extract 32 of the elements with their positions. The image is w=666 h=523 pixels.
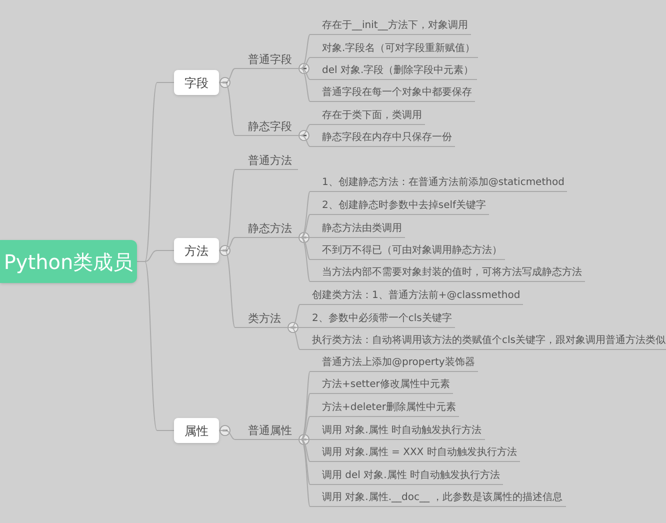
leaf-topic: 存在于__init__方法下，对象调用: [310, 19, 471, 35]
leaf-topic: 不到万不得已（可由对象调用静态方法）: [310, 244, 505, 260]
subtopic: 静态字段: [235, 120, 298, 136]
leaf-topic: 创建类方法：1、普通方法前+@classmethod: [300, 289, 524, 305]
connector-line: [218, 430, 236, 440]
leaf-topic: 调用 对象.属性 时自动触发执行方法: [310, 424, 485, 440]
topic-box: 字段: [174, 70, 219, 95]
leaf-topic: 调用 对象.属性 = XXX 时自动触发执行方法: [310, 446, 520, 462]
leaf-topic: del 对象.字段（删除字段中元素）: [310, 64, 477, 80]
leaf-topic: 调用 del 对象.属性 时自动触发执行方法: [310, 469, 503, 485]
leaf-topic: 对象.字段名（可对字段重新赋值）: [310, 42, 478, 58]
topic-box: 属性: [174, 418, 219, 443]
topic-box: 方法: [174, 238, 219, 263]
leaf-topic: 存在于类下面，类调用: [310, 109, 425, 125]
leaf-topic: 静态方法由类调用: [310, 222, 405, 238]
subtopic: 类方法: [235, 312, 287, 328]
leaf-topic: 调用 对象.属性.__doc__ ，此参数是该属性的描述信息: [310, 491, 566, 507]
leaf-topic: 方法+deleter删除属性中元素: [310, 401, 459, 417]
leaf-topic: 普通字段在每一个对象中都要保存: [310, 86, 475, 102]
root-topic: Python类成员: [0, 240, 137, 283]
subtopic: 普通方法: [235, 154, 298, 170]
leaf-topic: 执行类方法：自动将调用该方法的类赋值个cls关键字，跟对象调用普通方法类似: [300, 334, 666, 350]
leaf-topic: 2、创建静态时参数中去掉self关键字: [310, 199, 490, 215]
leaf-topic: 当方法内部不需要对象封装的值时，可将方法写成静态方法: [310, 266, 585, 282]
leaf-topic: 普通方法上添加@property装饰器: [310, 356, 478, 372]
subtopic: 普通属性: [235, 424, 298, 440]
leaf-topic: 1、创建静态方法：在普通方法前添加@staticmethod: [310, 176, 568, 192]
leaf-topic: 2、参数中必须带一个cls关键字: [300, 312, 455, 328]
subtopic: 普通字段: [235, 53, 298, 69]
leaf-topic: 静态字段在内存中只保存一份: [310, 131, 455, 147]
subtopic: 静态方法: [235, 222, 298, 238]
leaf-topic: 方法+setter修改属性中元素: [310, 378, 453, 394]
